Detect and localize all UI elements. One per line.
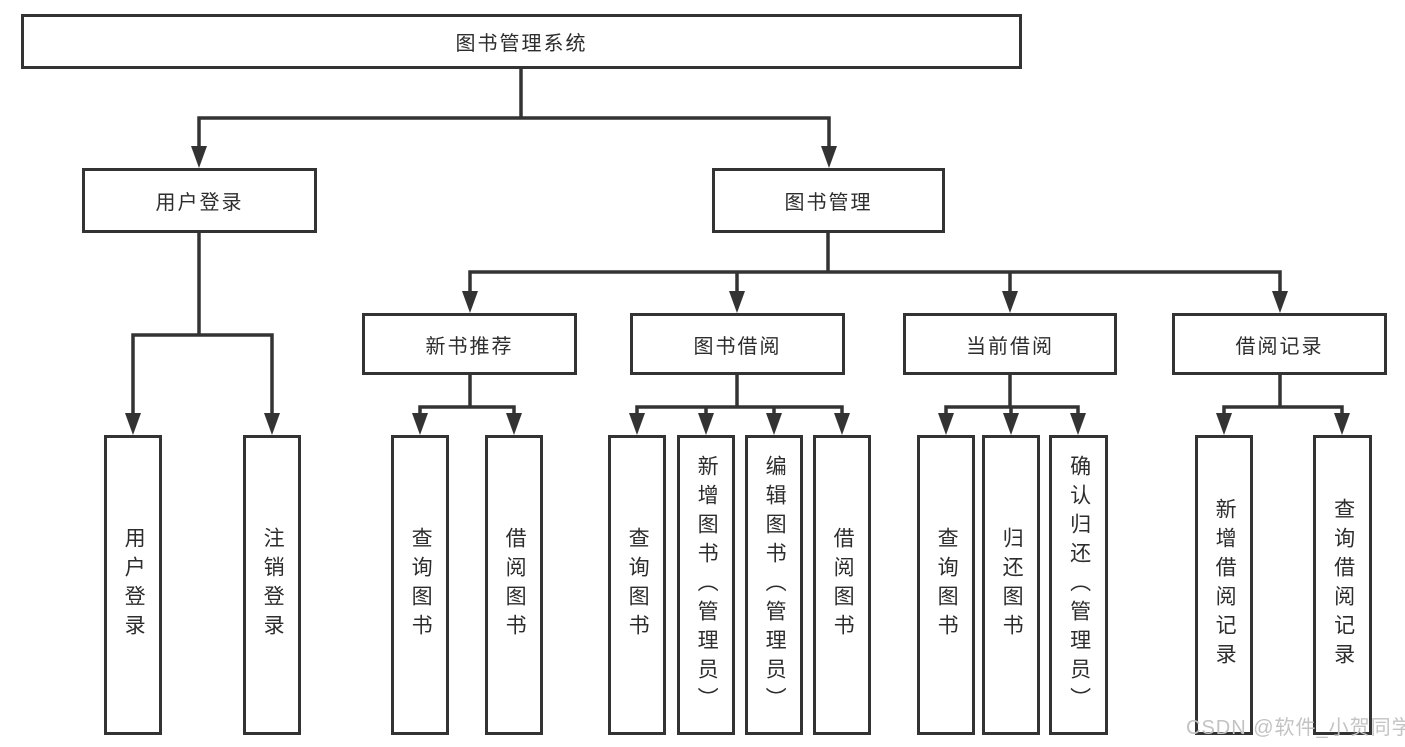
node-book-management-system: 图书管理系统 (21, 14, 1022, 69)
arrow-icon (1003, 413, 1019, 435)
node-label: 图书管理系统 (455, 33, 588, 55)
node-label: 用户登录 (155, 192, 244, 214)
arrow-icon (1070, 413, 1086, 435)
node-label: 当前借阅 (966, 335, 1054, 358)
arrow-icon (264, 413, 280, 435)
node-new-book-recommend: 新书推荐 (362, 313, 577, 375)
connector-user-login (131, 231, 274, 417)
node-label: 图书借阅 (693, 335, 782, 358)
arrow-icon (1334, 413, 1350, 435)
node-user-login: 用户登录 (82, 168, 317, 233)
node-label: 编辑图书（管理员） (763, 454, 787, 716)
node-query-borrow-record: 查询借阅记录 (1313, 435, 1372, 735)
node-label: 注销登录 (261, 527, 285, 643)
connector-book-borrowing (635, 373, 844, 417)
connector-current-borrowing (944, 373, 1080, 417)
arrow-icon (125, 413, 141, 435)
arrow-icon (766, 413, 782, 435)
node-label: 查询图书 (626, 527, 650, 643)
connector-new-book-recommend (418, 373, 516, 417)
arrow-icon (938, 413, 954, 435)
connector-borrowing-records (1222, 373, 1344, 417)
arrow-icon (1002, 291, 1018, 313)
node-add-borrow-record: 新增借阅记录 (1195, 435, 1253, 735)
node-label: 图书管理 (784, 192, 873, 214)
node-label: 新增图书（管理员） (695, 454, 719, 716)
arrow-icon (834, 413, 850, 435)
arrow-icon (729, 291, 745, 313)
connector-root (197, 66, 831, 150)
arrow-icon (1272, 291, 1288, 313)
node-add-books-admin: 新增图书（管理员） (677, 435, 735, 735)
node-label: 借阅图书 (503, 527, 527, 643)
node-label: 新增借阅记录 (1213, 498, 1237, 672)
arrow-icon (629, 413, 645, 435)
node-query-books-recommend: 查询图书 (391, 435, 449, 735)
arrow-icon (698, 413, 714, 435)
node-label: 借阅记录 (1235, 335, 1324, 358)
node-label: 归还图书 (1000, 527, 1024, 643)
node-label: 用户登录 (122, 527, 146, 643)
node-book-borrowing: 图书借阅 (630, 313, 845, 375)
arrow-icon (462, 291, 478, 313)
arrowheads (125, 146, 1350, 435)
node-query-books-current: 查询图书 (917, 435, 975, 735)
arrow-icon (1216, 413, 1232, 435)
node-label: 查询借阅记录 (1331, 498, 1355, 672)
connector-book-management (468, 231, 1282, 295)
node-return-books: 归还图书 (982, 435, 1040, 735)
node-borrow-books-action: 借阅图书 (813, 435, 871, 735)
node-query-books-borrowing: 查询图书 (608, 435, 666, 735)
node-edit-books-admin: 编辑图书（管理员） (745, 435, 803, 735)
arrow-icon (191, 146, 207, 168)
node-label: 借阅图书 (831, 527, 855, 643)
node-user-login-action: 用户登录 (104, 435, 162, 735)
node-label: 查询图书 (935, 527, 959, 643)
node-borrow-books-recommend: 借阅图书 (485, 435, 543, 735)
node-logout-action: 注销登录 (243, 435, 301, 735)
node-label: 查询图书 (409, 527, 433, 643)
watermark: CSDN @软件_小贺同学 (1186, 717, 1405, 739)
arrow-icon (821, 146, 837, 168)
node-book-management: 图书管理 (712, 168, 945, 233)
node-current-borrowing: 当前借阅 (903, 313, 1117, 375)
node-label: 新书推荐 (425, 335, 514, 358)
node-confirm-return-admin: 确认归还（管理员） (1049, 435, 1108, 735)
arrow-icon (506, 413, 522, 435)
node-label: 确认归还（管理员） (1067, 454, 1091, 716)
node-borrowing-records: 借阅记录 (1172, 313, 1387, 375)
arrow-icon (412, 413, 428, 435)
